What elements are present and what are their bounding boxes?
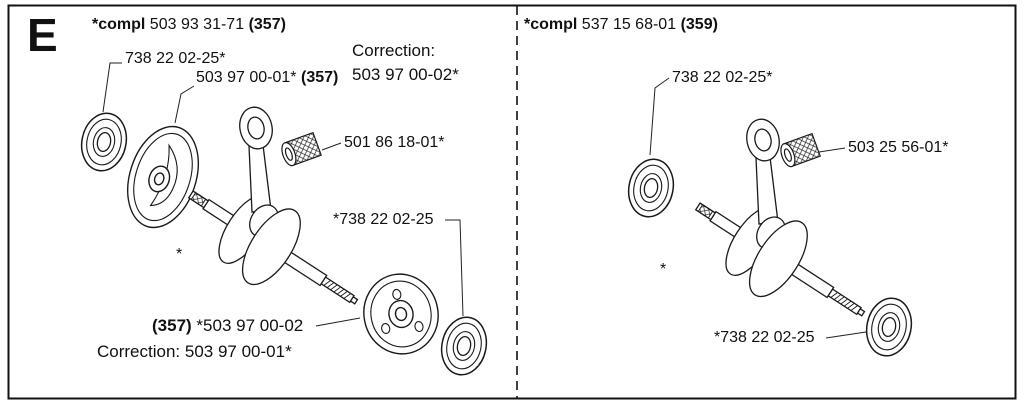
needle-cage-drawing-right bbox=[777, 132, 821, 170]
leader-line bbox=[825, 331, 867, 339]
right-needle-bearing-label: 503 25 56-01* bbox=[848, 139, 949, 156]
right-asterisk-note: * bbox=[660, 261, 667, 278]
left-assembly-drawing bbox=[75, 62, 493, 380]
leader-line bbox=[321, 142, 342, 151]
ball-bearing-drawing-left-bottom bbox=[435, 312, 493, 380]
leader-line bbox=[445, 219, 464, 317]
left-crank-label: 503 97 00-01* (357) bbox=[196, 69, 339, 86]
right-bearing-bottom-label: *738 22 02-25 bbox=[714, 329, 815, 346]
left-correction-bottom-label: Correction: 503 97 00-01* bbox=[97, 342, 292, 361]
left-crank-bottom-label: (357) *503 97 00-02 bbox=[152, 316, 304, 335]
leader-lines-right bbox=[649, 77, 867, 339]
right-compl-label: *compl 537 15 68-01 (359) bbox=[524, 16, 718, 33]
panel-border bbox=[7, 4, 1017, 400]
section-letter: E bbox=[27, 9, 59, 61]
leader-line bbox=[818, 147, 846, 153]
leader-line bbox=[102, 62, 122, 113]
leader-line bbox=[649, 77, 670, 156]
right-bearing-top-label: 738 22 02-25* bbox=[672, 69, 773, 86]
ball-bearing-drawing-left-top bbox=[75, 108, 133, 176]
needle-cage-drawing-left bbox=[278, 131, 322, 169]
ball-bearing-drawing-right-bottom bbox=[860, 293, 918, 361]
left-compl-label: *compl 503 93 31-71 (357) bbox=[92, 16, 286, 33]
left-bearing-top-label: 738 22 02-25* bbox=[125, 50, 226, 67]
right-assembly-drawing bbox=[622, 77, 918, 361]
left-bearing-mid-label: *738 22 02-25 bbox=[333, 211, 434, 228]
drive-plate-drawing bbox=[363, 273, 439, 355]
left-asterisk-note: * bbox=[176, 246, 183, 263]
left-correction-number: 503 97 00-02* bbox=[352, 65, 459, 84]
flywheel-half-drawing bbox=[127, 125, 199, 229]
leader-line bbox=[315, 317, 361, 327]
ball-bearing-drawing-right-top bbox=[622, 154, 680, 222]
leader-line bbox=[174, 85, 195, 124]
left-needle-bearing-label: 501 86 18-01* bbox=[344, 134, 445, 151]
left-correction-title: Correction: bbox=[352, 41, 436, 60]
leader-lines-left bbox=[102, 62, 464, 327]
